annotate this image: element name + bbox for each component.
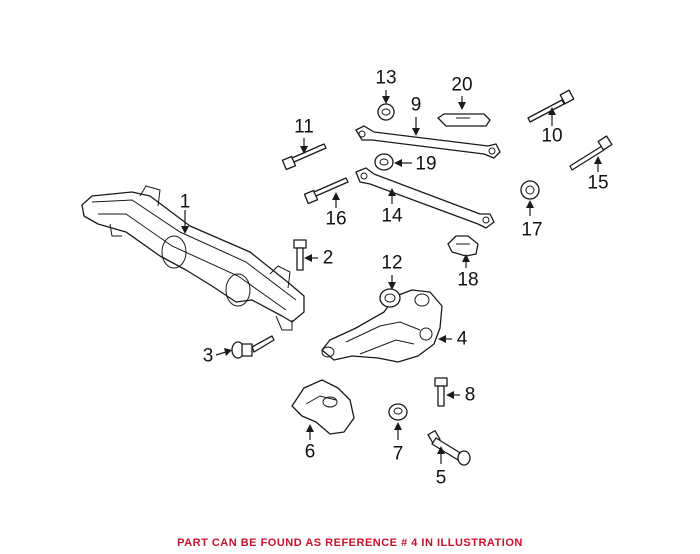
part-3-bolt [231,335,275,359]
callout-11: 11 [294,116,314,138]
part-12-bushing [379,288,401,308]
callout-6: 6 [304,441,316,463]
callout-8: 8 [464,384,476,406]
callout-18: 18 [457,269,479,291]
callout-9: 9 [410,94,422,116]
footer-note: PART CAN BE FOUND AS REFERENCE # 4 IN IL… [177,537,523,549]
callout-13: 13 [375,67,397,89]
part-19-bushing [374,153,394,171]
part-4-trailing-arm [321,289,443,363]
callout-10: 10 [541,125,563,147]
part-7-nut [388,403,408,421]
part-13-bushing [377,103,395,121]
callout-20: 20 [451,74,473,96]
part-10-bolt [527,89,575,123]
callout-5: 5 [435,467,447,489]
callout-7: 7 [392,443,404,465]
part-2-bolt [293,239,307,271]
callout-2: 2 [322,247,334,269]
part-15-bolt [569,135,613,171]
callout-1: 1 [179,191,191,213]
callout-19: 19 [415,153,437,175]
part-16-bolt [303,177,349,205]
callout-14: 14 [381,205,403,227]
part-1-crossmember [81,185,305,331]
part-14-link [355,167,495,229]
part-17-bushing [520,180,540,200]
leader-lines [181,90,602,464]
part-9-link [355,125,501,159]
callout-17: 17 [521,219,543,241]
callout-3: 3 [202,345,214,367]
callout-4: 4 [456,328,468,350]
part-20-bracket [437,113,491,127]
callout-12: 12 [381,252,403,274]
callout-15: 15 [587,172,609,194]
part-11-bolt [281,143,327,171]
part-8-bolt [434,377,448,407]
part-18-clip [447,235,479,257]
part-5-bolt [427,430,471,466]
callout-16: 16 [325,208,347,230]
part-6-bracket [291,379,355,435]
